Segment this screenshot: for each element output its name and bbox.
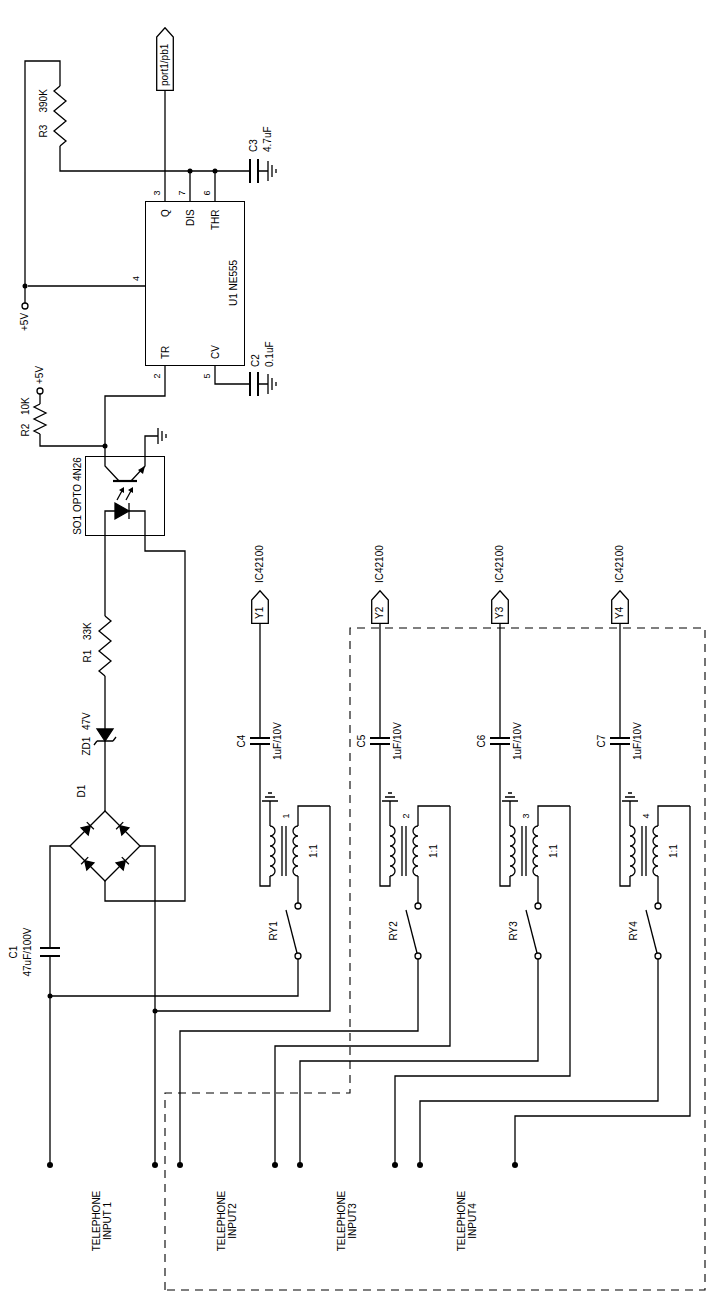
schematic-label: RY4 (628, 920, 640, 941)
schematic-label: ZD1 (81, 736, 93, 757)
schematic-label: C3 (248, 138, 260, 153)
schematic-label: 1:1 (668, 843, 680, 859)
schematic-label: C2 (250, 353, 262, 368)
schematic-label: 1:1 (308, 843, 320, 859)
schematic-label: C1 (8, 945, 20, 960)
wire-line (105, 366, 165, 456)
node-text: Y4 (614, 607, 626, 619)
line-wires (50, 806, 690, 1165)
capacitor-symbol (40, 948, 60, 956)
schematic-label: C6 (476, 734, 488, 749)
signal-tag: Y4 (611, 590, 629, 624)
wire-connector (164, 91, 165, 201)
schematic-label: D1 (76, 784, 88, 799)
schematic-label: 4 (131, 275, 141, 282)
signal-tag: Y1 (251, 590, 269, 624)
schematic-label: IC42100 (614, 544, 626, 584)
schematic-label: C4 (236, 734, 248, 749)
schematic-label: 390K (38, 88, 50, 113)
tag-shape (252, 591, 269, 624)
bridge-rectifier (70, 811, 140, 881)
schematic-label: 0.1uF (264, 340, 276, 368)
node-text: port1/pb1 (159, 44, 171, 86)
schematic-label: RY2 (388, 920, 400, 941)
schematic-label: 10K (20, 396, 32, 416)
schematic-label: IC42100 (494, 544, 506, 584)
schematic-label: C5 (356, 734, 368, 749)
schematic-label: 1uF/10V (272, 721, 284, 761)
wire-connector (105, 366, 165, 456)
node-text: CV (210, 345, 222, 359)
schematic-label: +5V (19, 312, 31, 332)
schematic-label: 1uF/10V (632, 721, 644, 761)
tag-shape (612, 591, 629, 624)
schematic-label: 47uF/100V (22, 927, 34, 978)
schematic-label: 2 (401, 812, 411, 819)
schematic-label: TELEPHONE INPUT2 (216, 1185, 239, 1257)
schematic-label: 6 (202, 189, 212, 196)
node-text: THR (210, 209, 222, 230)
resistor-symbol (99, 616, 111, 676)
schematic-label: TELEPHONE INPUT 1 (91, 1185, 114, 1257)
schematic-label: 3 (521, 812, 531, 819)
schematic-label: R1 (82, 649, 94, 664)
schematic-label: 4 (641, 812, 651, 819)
dashed-boundary (165, 628, 705, 1290)
schematic-label: R3 (38, 124, 50, 139)
schematic-label: 7 (177, 189, 187, 196)
optocoupler-box: SO1 OPTO 4N26 (85, 456, 165, 536)
node-text: SO1 OPTO 4N26 (72, 457, 84, 535)
schematic-label: 3 (152, 189, 162, 196)
node-text: Y2 (374, 607, 386, 619)
schematic-label: 47V (81, 711, 93, 731)
tag-shape (157, 28, 174, 91)
schematic-label: 5 (202, 372, 212, 379)
tag-shape (492, 591, 509, 624)
schematic-label: 1:1 (548, 843, 560, 859)
timer-ic-box: U1 NE555TR CV Q DIS THR (145, 201, 245, 366)
signal-tag: Y3 (491, 590, 509, 624)
schematic-label: 2 (152, 372, 162, 379)
schematic-label: 1uF/10V (392, 721, 404, 761)
signal-tag: Y2 (371, 590, 389, 624)
node-text: U1 NE555 (228, 260, 240, 306)
schematic-label: RY3 (508, 920, 520, 941)
node-text: TR (160, 346, 172, 359)
tag-shape (372, 591, 389, 624)
schematic-label: 1 (281, 812, 291, 819)
schematic-label: R2 (20, 423, 32, 438)
terminal-dots (23, 169, 519, 1169)
schematic-label: IC42100 (374, 544, 386, 584)
schematic-label: C7 (596, 734, 608, 749)
timer-wiring (22, 61, 276, 396)
schematic-label: TELEPHONE INPUT3 (336, 1185, 359, 1257)
detector-wires (105, 536, 185, 901)
port-connector: port1/pb1 (156, 27, 174, 91)
schematic-label: 1uF/10V (512, 721, 524, 761)
schematic-label: +5V (34, 365, 46, 385)
wire-line (164, 91, 165, 201)
schematic-label: RY1 (268, 920, 280, 941)
node-text: Y1 (254, 607, 266, 619)
node-text: Q (160, 209, 172, 217)
schematic-label: 33K (82, 621, 94, 641)
node-text: DIS (185, 209, 197, 226)
schematic-label: IC42100 (254, 544, 266, 584)
input-channel (250, 624, 690, 959)
zener-symbol (94, 729, 116, 745)
pullup-resistor (34, 388, 105, 446)
schematic-label: TELEPHONE INPUT4 (456, 1185, 479, 1257)
optocoupler-symbol (105, 428, 166, 536)
schematic-label: 1:1 (428, 843, 440, 859)
schematic-label: 4.7uF (262, 125, 274, 153)
node-text: Y3 (494, 607, 506, 619)
